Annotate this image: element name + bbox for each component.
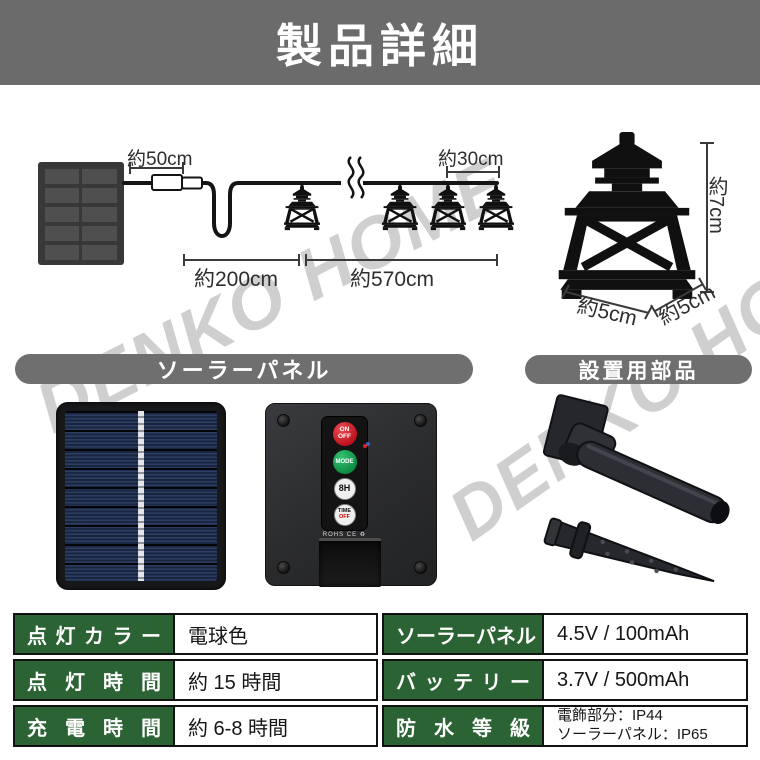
dim-label-height-7cm: 約7cm <box>705 176 727 234</box>
page-title: 製品詳細 <box>276 19 484 72</box>
mode-button: MODE <box>332 450 357 474</box>
spec-label: 点灯カラー <box>27 625 161 648</box>
spec-label: 充電時間 <box>27 717 161 740</box>
spec-row-battery: バッテリー 3.7V / 500mAh <box>382 659 748 701</box>
hanging-slot <box>319 538 381 587</box>
timer-8h-label: 8H <box>338 483 351 494</box>
cable-break-mark <box>341 156 365 199</box>
dim-label-30cm: 約30cm <box>438 149 504 170</box>
spec-value: 3.7V / 500mAh <box>542 661 746 699</box>
diagram-solar-panel <box>38 162 124 265</box>
spec-row-charge-time: 充電時間 約 6-8 時間 <box>13 705 378 747</box>
spec-label: ソーラーパネル <box>396 625 536 648</box>
spec-value: 電球色 <box>173 615 376 653</box>
time-off-label-time: TIME <box>337 508 352 515</box>
timer-8h-button: 8H <box>333 478 356 500</box>
solar-busbar <box>138 411 144 581</box>
spec-value: 4.5V / 100mAh <box>542 615 746 653</box>
spec-label: 点灯時間 <box>27 671 161 694</box>
solar-panel-back-photo: ON OFF MODE 8H TIME OFF ROHS CE ♻ <box>265 403 437 587</box>
spec-value: 約 15 時間 <box>173 661 376 699</box>
page-header: 製品詳細 <box>0 0 760 85</box>
screw-icon <box>414 561 427 574</box>
spec-value: 約 6-8 時間 <box>173 707 376 745</box>
spec-row-light-color: 点灯カラー 電球色 <box>13 613 378 655</box>
section-label-solar-panel: ソーラーパネル <box>15 354 473 384</box>
time-off-label-off: OFF <box>339 514 350 520</box>
spec-value-line2: ソーラーパネル：IP65 <box>557 726 708 743</box>
dim-label-50cm: 約50cm <box>127 149 193 170</box>
ground-spike-stake <box>543 517 715 583</box>
diagram-cable <box>122 181 499 239</box>
screw-icon <box>277 414 290 427</box>
spec-value-line1: 電飾部分：IP44 <box>557 707 663 725</box>
screw-icon <box>277 561 290 574</box>
spec-label: 防水等級 <box>396 717 530 740</box>
diagram-connector <box>151 174 203 191</box>
power-button: ON OFF <box>332 422 357 446</box>
dimension-diagram <box>38 85 714 320</box>
certification-marks: ROHS CE ♻ <box>322 532 367 538</box>
dim-label-570cm: 約570cm <box>350 268 435 291</box>
spec-row-solar-panel: ソーラーパネル 4.5V / 100mAh <box>382 613 748 655</box>
bracket-tube-stake <box>542 394 730 525</box>
spec-table-left: 点灯カラー 電球色 点灯時間 約 15 時間 充電時間 約 6-8 時間 <box>13 613 378 751</box>
dimension-lines <box>129 142 714 320</box>
dim-label-200cm: 約200cm <box>194 268 279 291</box>
power-button-label-off: OFF <box>338 433 351 440</box>
indicator-led <box>363 444 367 448</box>
spec-value: 電飾部分：IP44 ソーラーパネル：IP65 <box>542 707 746 745</box>
spec-label: バッテリー <box>396 671 530 694</box>
spec-row-waterproof: 防水等級 電飾部分：IP44 ソーラーパネル：IP65 <box>382 705 748 747</box>
mode-button-label: MODE <box>335 458 354 465</box>
control-panel: ON OFF MODE 8H TIME OFF ROHS CE ♻ <box>321 416 368 538</box>
spec-row-light-time: 点灯時間 約 15 時間 <box>13 659 378 701</box>
diagram-lanterns <box>282 183 516 231</box>
section-label-mounting-parts: 設置用部品 <box>525 355 752 384</box>
screw-icon <box>414 414 427 427</box>
mounting-stakes-photo <box>542 394 730 583</box>
time-off-button: TIME OFF <box>333 504 356 526</box>
solar-cells <box>65 411 217 581</box>
solar-panel-front-photo <box>56 402 226 590</box>
power-button-label-on: ON <box>339 426 350 434</box>
diagram-big-lantern <box>559 132 696 299</box>
spec-table-right: ソーラーパネル 4.5V / 100mAh バッテリー 3.7V / 500mA… <box>382 613 748 751</box>
